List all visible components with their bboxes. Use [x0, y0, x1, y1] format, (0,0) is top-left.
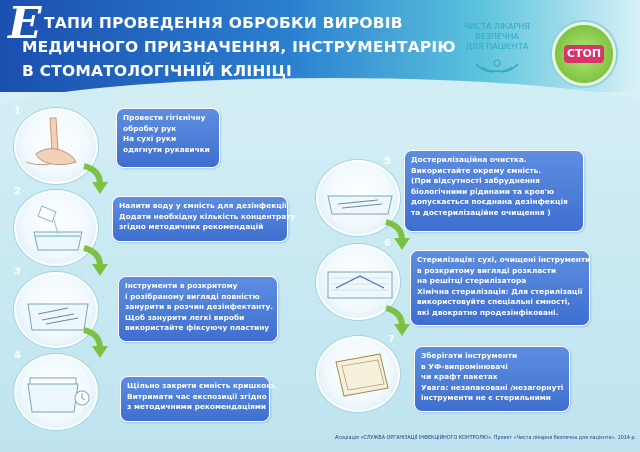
step-1-text-box: Провести гігієнічну обробку рук На сухі …: [116, 108, 220, 168]
sterile-package-icon: [335, 353, 389, 397]
step-2-number: 2: [14, 186, 21, 197]
step-6-line: Хімічна стерилізація: Для стерилізації: [417, 286, 583, 296]
step-4-line: Витримати час експозиції згідно: [127, 391, 267, 401]
hands-icon: [475, 59, 519, 73]
step-1-line: обробку рук: [123, 123, 177, 133]
step-1-line: Провести гігієнічну: [123, 113, 206, 122]
arrow-down-icon: [385, 305, 410, 336]
sterilizer-rack-icon: [327, 271, 393, 299]
step-3-line: Інструменти в розкритому: [125, 281, 238, 290]
step-5-line: допускається поєднана дезінфекція: [411, 197, 568, 206]
step-5-line: біологічними рідинами та кров'ю: [411, 186, 555, 196]
step-2-illustration: [14, 190, 98, 266]
step-4-illustration: [14, 354, 98, 430]
step-3-line: і розібраному вигляді повністю: [125, 291, 260, 301]
step-6-line: в розкритому вигляді розкласти: [417, 265, 557, 275]
arrow-down-icon: [83, 327, 108, 358]
step-3-number: 3: [14, 266, 21, 277]
logo-line-3: ДЛЯ ПАЦІЄНТА: [465, 42, 529, 51]
step-7-text-box: Зберігати інструменти в УФ-випромінювачі…: [414, 346, 570, 412]
step-5-text-box: Достерилізаційна очистка. Використайте о…: [404, 150, 584, 232]
step-7-line: чи крафт пакетах: [421, 372, 498, 381]
step-3-line: Щоб занурити легкі вироби: [125, 312, 245, 322]
step-5-line: Достерилізаційна очистка.: [411, 155, 527, 164]
step-3-line: занурити в розчин дезінфектанту.: [125, 302, 274, 311]
step-6-line: на решітці стерилізатора: [417, 276, 527, 285]
step-7-illustration: [316, 336, 400, 412]
step-3-text-box: Інструменти в розкритому і розібраному в…: [118, 276, 278, 342]
arrow-down-icon: [385, 219, 410, 250]
step-6-text-box: Стерилізація: сухі, очищені інструменти …: [410, 250, 590, 326]
step-6-number: 6: [384, 238, 391, 249]
step-1-line: На сухі руки: [123, 134, 177, 143]
title-line-1: ТАПИ ПРОВЕДЕННЯ ОБРОБКИ ВИРОВІВ: [44, 14, 403, 32]
logo-line-1: ЧИСТА ЛІКАРНЯ: [464, 22, 530, 31]
step-6-illustration: [316, 244, 400, 320]
step-5-line: (При відсутності забруднення: [411, 176, 540, 185]
step-5-line: Використайте окрему ємність.: [411, 165, 542, 175]
step-7-line: в УФ-випромінювачі: [421, 361, 508, 371]
arrow-down-icon: [83, 163, 108, 194]
step-5-number: 5: [384, 156, 391, 167]
step-1-number: 1: [14, 106, 21, 117]
step-4-line: Щільно закрити ємність кришкою.: [127, 381, 277, 390]
badge-label: СТОП: [564, 45, 604, 63]
step-2-line: згідно методичних рекомендацій: [119, 222, 264, 231]
arrow-down-icon: [83, 245, 108, 276]
step-1-line: одягнути рукавички: [123, 144, 210, 154]
step-7-number: 7: [388, 334, 395, 345]
step-7-line: Увага: незапаковані /незагорнуті: [421, 382, 564, 392]
logo-text: ЧИСТА ЛІКАРНЯ БЕЗПЕЧНА ДЛЯ ПАЦІЄНТА: [452, 22, 542, 52]
logo-line-2: БЕЗПЕЧНА: [475, 32, 519, 41]
step-5-line: та достерилізаційне очищення ): [411, 207, 551, 217]
step-2-line: Додати необхідну кількість концентрату: [119, 211, 296, 221]
footer-credits: Асоціація «СЛУЖБА ОРГАНІЗАЦІЇ ІНФЕКЦІЙНО…: [335, 436, 636, 441]
step-2-text-box: Налити воду у ємність для дезінфекції До…: [112, 196, 296, 242]
step-6-line: використовуйте спеціальні ємності,: [417, 297, 571, 306]
step-7-line: Зберігати інструменти: [421, 351, 518, 360]
step-4-line: з методичними рекомендаціями: [127, 402, 267, 411]
title-line-3: В СТОМАТОЛОГІЧНІЙ КЛІНІЦІ: [22, 62, 293, 80]
step-1-illustration: [14, 108, 98, 184]
hand-washing-icon: [25, 117, 77, 166]
step-7-line: інструменти не є стерильними: [421, 393, 551, 402]
header-banner: [0, 0, 640, 92]
step-4-text-box: Щільно закрити ємність кришкою. Витримат…: [120, 376, 277, 422]
container-pouring-icon: [33, 205, 83, 251]
cleaning-tray-icon: [327, 195, 393, 215]
title-line-2: МЕДИЧНОГО ПРИЗНАЧЕННЯ, ІНСТРУМЕНТАРІЮ: [22, 38, 456, 56]
step-6-line: Стерилізація: сухі, очищені інструменти: [417, 255, 591, 264]
title-initial-letter: Е: [8, 0, 42, 49]
step-3-illustration: [14, 272, 98, 348]
step-4-number: 4: [14, 350, 21, 361]
step-6-line: які двократно продезінфіковані.: [417, 307, 559, 317]
step-2-line: Налити воду у ємність для дезінфекції: [119, 201, 287, 210]
closed-container-icon: [27, 377, 90, 413]
step-3-line: використайте фіксуючу пластину: [125, 323, 270, 332]
stop-badge-icon: СТОП: [552, 22, 616, 86]
